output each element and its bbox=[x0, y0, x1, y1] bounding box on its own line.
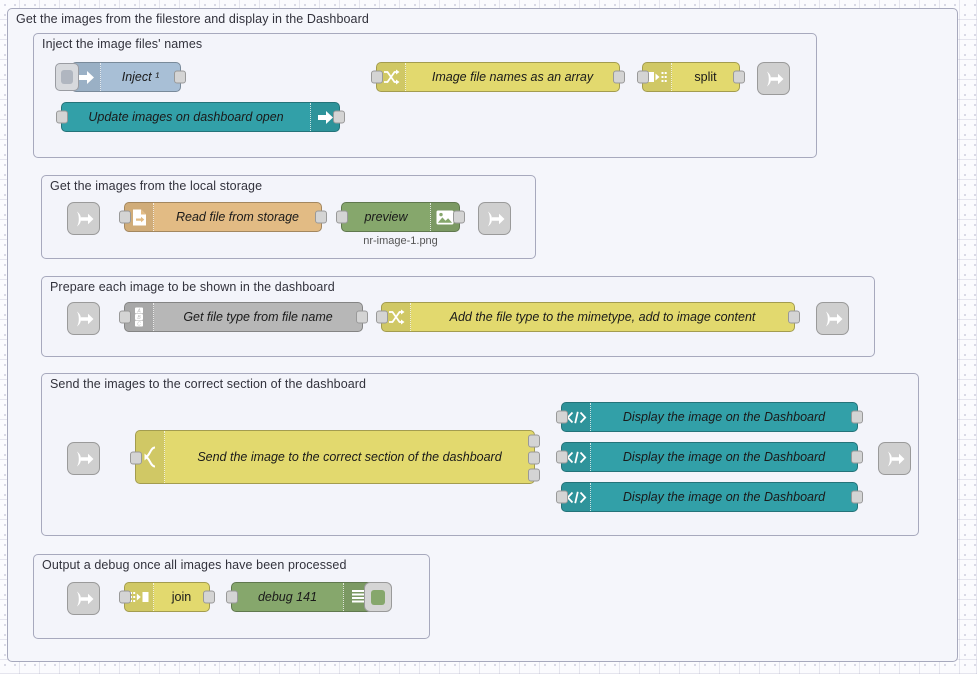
link-in-icon bbox=[76, 211, 93, 226]
node-join[interactable]: join bbox=[119, 582, 215, 612]
port-out[interactable] bbox=[203, 590, 215, 604]
node-split-label: split bbox=[694, 70, 717, 84]
group-inject-label: Inject the image files' names bbox=[42, 37, 203, 51]
node-debug-141[interactable]: debug 141 bbox=[226, 582, 392, 612]
group-inject[interactable]: Inject the image files' names bbox=[33, 33, 817, 158]
node-inject-1[interactable]: Inject ¹ bbox=[55, 62, 186, 92]
port-out[interactable] bbox=[174, 70, 186, 84]
port-out[interactable] bbox=[851, 410, 863, 424]
shuffle-icon bbox=[382, 303, 411, 331]
link-in-icon bbox=[76, 311, 93, 326]
node-display-3[interactable]: Display the image on the Dashboard bbox=[556, 482, 863, 512]
node-debug-141-label: debug 141 bbox=[257, 590, 318, 604]
node-link-out-2[interactable] bbox=[478, 202, 511, 235]
node-inject-1-label: Inject ¹ bbox=[121, 70, 160, 84]
port-out[interactable] bbox=[315, 210, 327, 224]
group-read-label: Get the images from the local storage bbox=[50, 179, 263, 193]
group-prepare-label: Prepare each image to be shown in the da… bbox=[50, 280, 335, 294]
port-out[interactable] bbox=[356, 310, 368, 324]
node-get-file-type[interactable]: A B C Get file type from file name bbox=[119, 302, 368, 332]
node-add-mimetype[interactable]: Add the file type to the mimetype, add t… bbox=[376, 302, 800, 332]
port-in[interactable] bbox=[119, 210, 131, 224]
node-add-mimetype-label: Add the file type to the mimetype, add t… bbox=[449, 310, 756, 324]
node-display-1[interactable]: Display the image on the Dashboard bbox=[556, 402, 863, 432]
port-out[interactable] bbox=[788, 310, 800, 324]
port-in[interactable] bbox=[371, 70, 383, 84]
node-preview[interactable]: preview bbox=[336, 202, 465, 232]
node-preview-label: preview bbox=[364, 210, 408, 224]
node-link-in-4[interactable] bbox=[67, 442, 100, 475]
port-out-1[interactable] bbox=[528, 434, 540, 448]
port-in[interactable] bbox=[336, 210, 348, 224]
inject-trigger-button[interactable] bbox=[55, 63, 79, 91]
port-out[interactable] bbox=[333, 110, 345, 124]
node-split[interactable]: split bbox=[637, 62, 745, 92]
port-in[interactable] bbox=[226, 590, 238, 604]
link-out-icon bbox=[487, 211, 504, 226]
svg-text:B: B bbox=[137, 315, 141, 321]
node-update-images[interactable]: Update images on dashboard open bbox=[56, 102, 345, 132]
port-out-3[interactable] bbox=[528, 468, 540, 482]
node-link-out-4[interactable] bbox=[878, 442, 911, 475]
node-link-out-3[interactable] bbox=[816, 302, 849, 335]
port-in[interactable] bbox=[556, 450, 568, 464]
port-out[interactable] bbox=[733, 70, 745, 84]
image-icon bbox=[430, 203, 459, 231]
node-link-out-1[interactable] bbox=[757, 62, 790, 95]
node-join-label: join bbox=[171, 590, 192, 604]
port-in[interactable] bbox=[130, 451, 142, 465]
port-out[interactable] bbox=[613, 70, 625, 84]
port-out[interactable] bbox=[851, 450, 863, 464]
join-icon bbox=[125, 583, 154, 611]
node-image-file-names[interactable]: Image file names as an array bbox=[371, 62, 625, 92]
node-get-file-type-label: Get file type from file name bbox=[183, 310, 333, 324]
link-out-icon bbox=[825, 311, 842, 326]
group-debug-label: Output a debug once all images have been… bbox=[42, 558, 347, 572]
port-in[interactable] bbox=[637, 70, 649, 84]
node-display-1-label: Display the image on the Dashboard bbox=[622, 410, 826, 424]
group-send-label: Send the images to the correct section o… bbox=[50, 377, 367, 391]
node-display-2-label: Display the image on the Dashboard bbox=[622, 450, 826, 464]
group-outer-label: Get the images from the filestore and di… bbox=[16, 12, 369, 26]
svg-text:C: C bbox=[137, 321, 141, 327]
node-image-file-names-label: Image file names as an array bbox=[431, 70, 594, 84]
debug-enable-toggle[interactable] bbox=[364, 582, 392, 612]
port-in[interactable] bbox=[119, 310, 131, 324]
link-out-icon bbox=[887, 451, 904, 466]
node-link-in-3[interactable] bbox=[67, 302, 100, 335]
port-in[interactable] bbox=[56, 110, 68, 124]
abc-icon: A B C bbox=[125, 303, 154, 331]
port-out-2[interactable] bbox=[528, 451, 540, 465]
node-update-images-label: Update images on dashboard open bbox=[88, 110, 284, 124]
node-link-in-2[interactable] bbox=[67, 202, 100, 235]
port-in[interactable] bbox=[376, 310, 388, 324]
inject-arrow-icon bbox=[310, 103, 339, 131]
node-read-file-label: Read file from storage bbox=[176, 210, 299, 224]
node-link-in-5[interactable] bbox=[67, 582, 100, 615]
port-in[interactable] bbox=[556, 410, 568, 424]
link-in-icon bbox=[76, 591, 93, 606]
svg-text:A: A bbox=[136, 308, 141, 314]
port-out[interactable] bbox=[453, 210, 465, 224]
node-send-switch[interactable]: Send the image to the correct section of… bbox=[130, 430, 540, 484]
link-out-icon bbox=[766, 71, 783, 86]
port-in[interactable] bbox=[119, 590, 131, 604]
node-display-2[interactable]: Display the image on the Dashboard bbox=[556, 442, 863, 472]
link-in-icon bbox=[76, 451, 93, 466]
node-read-file[interactable]: Read file from storage bbox=[119, 202, 327, 232]
node-display-3-label: Display the image on the Dashboard bbox=[622, 490, 826, 504]
port-out[interactable] bbox=[851, 490, 863, 504]
node-preview-sublabel: nr-image-1.png bbox=[363, 235, 438, 247]
node-send-switch-label: Send the image to the correct section of… bbox=[197, 450, 502, 464]
port-in[interactable] bbox=[556, 490, 568, 504]
